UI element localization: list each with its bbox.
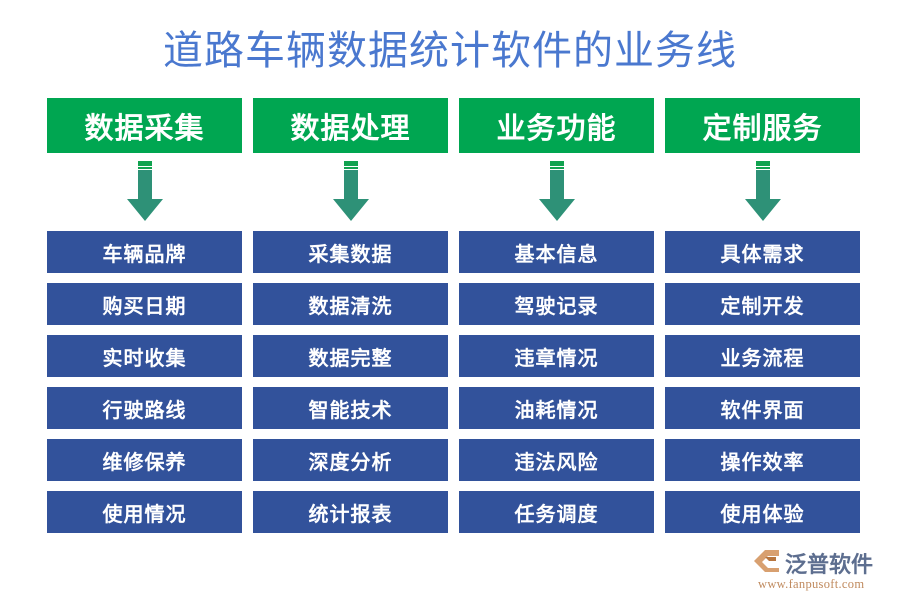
list-item[interactable]: 维修保养 [47,439,242,481]
list-item[interactable]: 业务流程 [665,335,860,377]
arrow-container [47,153,242,231]
list-item[interactable]: 实时收集 [47,335,242,377]
brand-logo: 泛普软件 www.fanpusoft.com [752,547,888,592]
business-line-column: 业务功能基本信息驾驶记录违章情况油耗情况违法风险任务调度 [459,98,654,533]
list-item[interactable]: 数据完整 [253,335,448,377]
list-item[interactable]: 深度分析 [253,439,448,481]
column-item-list: 具体需求定制开发业务流程软件界面操作效率使用体验 [665,231,860,533]
down-arrow-icon [538,161,575,221]
list-item[interactable]: 智能技术 [253,387,448,429]
list-item[interactable]: 数据清洗 [253,283,448,325]
list-item[interactable]: 驾驶记录 [459,283,654,325]
list-item[interactable]: 操作效率 [665,439,860,481]
fanpu-swirl-logo-icon [752,548,782,579]
list-item[interactable]: 软件界面 [665,387,860,429]
arrow-container [253,153,448,231]
list-item[interactable]: 统计报表 [253,491,448,533]
list-item[interactable]: 使用情况 [47,491,242,533]
list-item[interactable]: 购买日期 [47,283,242,325]
business-line-column: 数据采集车辆品牌购买日期实时收集行驶路线维修保养使用情况 [47,98,242,533]
logo-row: 泛普软件 [752,547,873,579]
list-item[interactable]: 油耗情况 [459,387,654,429]
arrow-container [459,153,654,231]
list-item[interactable]: 行驶路线 [47,387,242,429]
logo-url: www.fanpusoft.com [758,577,865,591]
down-arrow-icon [744,161,781,221]
column-header[interactable]: 业务功能 [459,98,654,153]
list-item[interactable]: 使用体验 [665,491,860,533]
down-arrow-icon [126,161,163,221]
down-arrow-icon [332,161,369,221]
column-item-list: 车辆品牌购买日期实时收集行驶路线维修保养使用情况 [47,231,242,533]
list-item[interactable]: 任务调度 [459,491,654,533]
column-header[interactable]: 定制服务 [665,98,860,153]
list-item[interactable]: 采集数据 [253,231,448,273]
list-item[interactable]: 基本信息 [459,231,654,273]
list-item[interactable]: 定制开发 [665,283,860,325]
column-header[interactable]: 数据采集 [47,98,242,153]
business-line-column: 数据处理采集数据数据清洗数据完整智能技术深度分析统计报表 [253,98,448,533]
list-item[interactable]: 车辆品牌 [47,231,242,273]
list-item[interactable]: 违法风险 [459,439,654,481]
business-line-columns: 数据采集车辆品牌购买日期实时收集行驶路线维修保养使用情况数据处理采集数据数据清洗… [47,98,860,533]
arrow-container [665,153,860,231]
column-item-list: 基本信息驾驶记录违章情况油耗情况违法风险任务调度 [459,231,654,533]
page-title: 道路车辆数据统计软件的业务线 [163,28,737,73]
business-line-column: 定制服务具体需求定制开发业务流程软件界面操作效率使用体验 [665,98,860,533]
logo-name: 泛普软件 [785,552,874,577]
list-item[interactable]: 具体需求 [665,231,860,273]
column-item-list: 采集数据数据清洗数据完整智能技术深度分析统计报表 [253,231,448,533]
list-item[interactable]: 违章情况 [459,335,654,377]
column-header[interactable]: 数据处理 [253,98,448,153]
